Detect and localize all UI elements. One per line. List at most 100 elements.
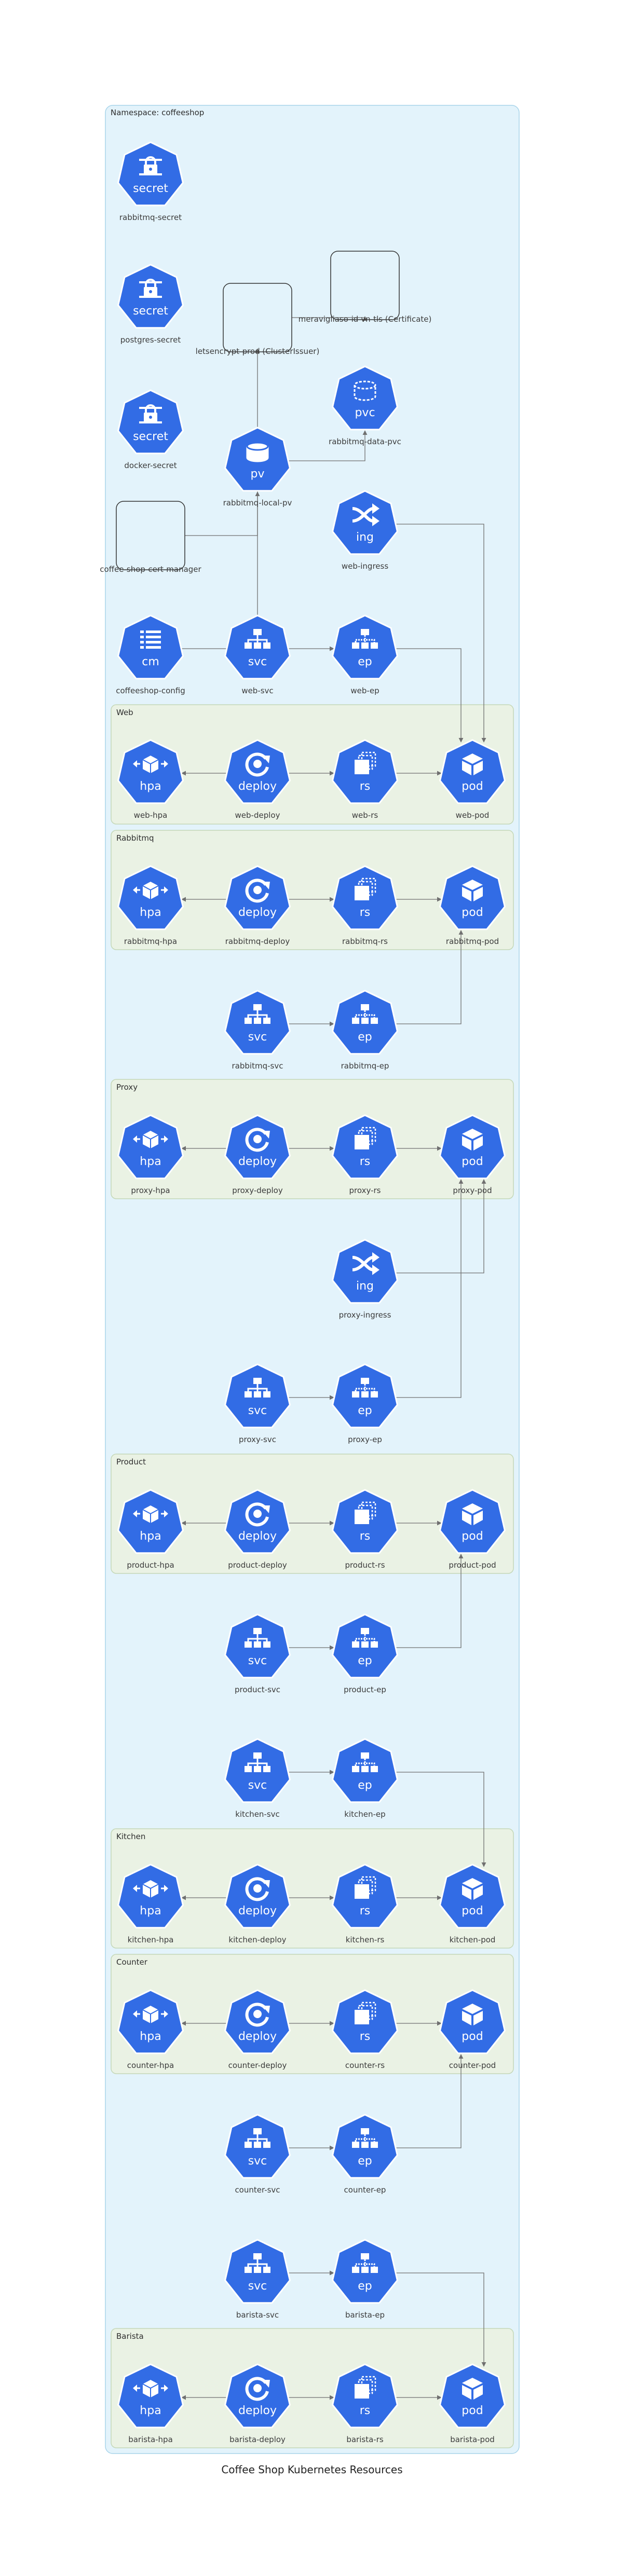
diagram-title: Coffee Shop Kubernetes Resources (221, 2463, 402, 2476)
node-kind-text: pv (251, 468, 265, 481)
node-label: rabbitmq-rs (342, 937, 388, 946)
node-label: rabbitmq-hpa (124, 937, 177, 946)
endpoint-icon (332, 2114, 398, 2179)
node-label: rabbitmq-svc (232, 1061, 283, 1071)
secret-icon (117, 389, 184, 455)
replicaset-icon (332, 1114, 398, 1180)
hpa-icon (117, 1489, 184, 1554)
node-kind-text: hpa (140, 906, 161, 919)
node-kind-text: pod (462, 2404, 483, 2417)
node-kind-text: ing (356, 1280, 374, 1293)
node-kind-text: svc (248, 2280, 267, 2293)
hpa-icon (117, 865, 184, 930)
node-kind-text: svc (248, 655, 267, 668)
node-kind-text: ep (358, 1654, 372, 1667)
replicaset-icon (332, 739, 398, 804)
edge-rabbitmq-local-pv-to-rabbitmq-data-pvc (289, 430, 368, 461)
service-icon (224, 2239, 291, 2304)
node-label: kitchen-hpa (128, 1935, 174, 1944)
node-label: letsencrypt-prod (ClusterIssuer) (196, 347, 320, 356)
group-label-proxy: Proxy (116, 1083, 138, 1092)
node-label: product-ep (344, 1685, 386, 1694)
node-label: coffeeshop-config (116, 686, 185, 695)
node-web-ingress[interactable]: ing web-ingress (332, 490, 398, 571)
node-kind-text: ep (358, 1031, 372, 1044)
node-kind-text: rs (360, 1155, 371, 1168)
node-label: proxy-deploy (232, 1186, 283, 1195)
node-kind-text: rs (360, 1530, 371, 1543)
group-label-kitchen: Kitchen (116, 1832, 145, 1841)
endpoint-icon (332, 1738, 398, 1803)
node-kind-text: svc (248, 1404, 267, 1417)
node-kind-text: hpa (140, 1155, 161, 1168)
node-coffee-shop-cert-manager[interactable]: coffee-shop-cert-manager (100, 501, 202, 574)
node-label: counter-rs (345, 2061, 385, 2070)
node-kind-text: pod (462, 1904, 483, 1917)
node-coffeeshop-config[interactable]: cm coffeeshop-config (116, 614, 185, 695)
node-kind-text: pod (462, 780, 483, 793)
node-label: barista-deploy (229, 2435, 286, 2444)
node-kind-text: cm (142, 655, 159, 668)
node-rabbitmq-hpa[interactable]: hpa rabbitmq-hpa (117, 865, 184, 946)
node-kind-text: ing (356, 531, 374, 544)
node-kind-text: hpa (140, 2404, 161, 2417)
node-letsencrypt-prod-clusterissuer[interactable]: letsencrypt-prod (ClusterIssuer) (196, 283, 320, 356)
node-meravigliaso-id-vn-tls-certificate[interactable]: meravigliaso-id-vn-tls (Certificate) (299, 251, 432, 324)
hpa-icon (117, 1114, 184, 1180)
node-label: barista-ep (345, 2310, 385, 2320)
node-label: web-ingress (342, 561, 389, 571)
endpoint-icon (332, 614, 398, 680)
deploy-icon (224, 2363, 291, 2429)
node-product-ep[interactable]: ep product-ep (332, 1613, 398, 1694)
node-kind-text: hpa (140, 1530, 161, 1543)
